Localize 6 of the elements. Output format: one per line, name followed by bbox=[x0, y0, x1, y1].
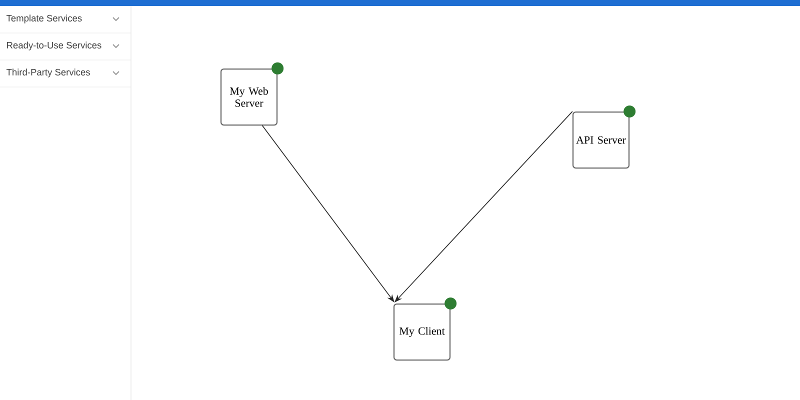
menu-item: Ready-to-Use Services bbox=[7, 42, 102, 50]
service-box: API Server bbox=[572, 111, 630, 169]
service-box: My Web Server bbox=[220, 68, 278, 126]
menu-item: Template Services bbox=[6, 14, 82, 24]
menu-item: Third-Party Services bbox=[6, 68, 90, 78]
service-box: My Client bbox=[393, 303, 451, 361]
